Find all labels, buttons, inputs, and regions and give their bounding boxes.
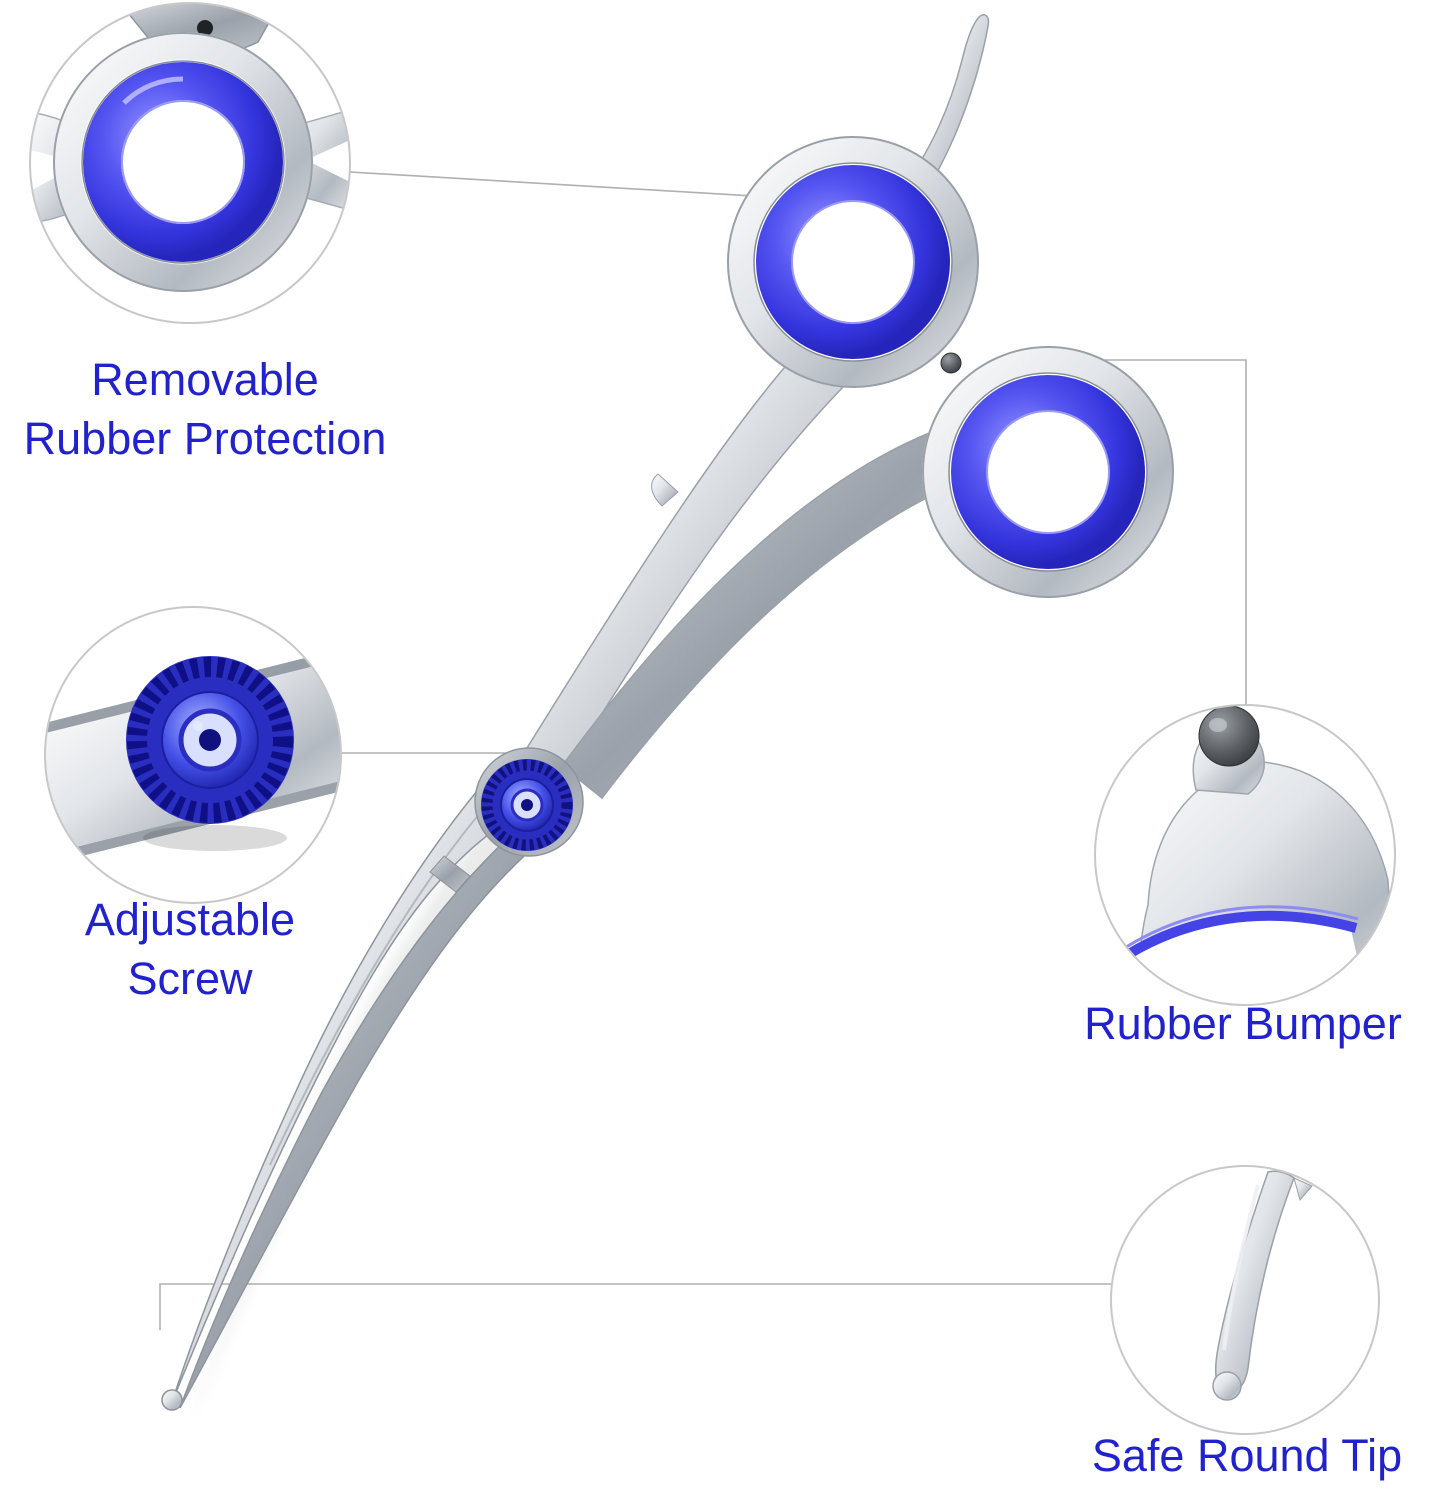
scissors xyxy=(161,14,1174,1424)
bumper-zoom-icon xyxy=(1109,705,1395,1005)
label-line: Rubber Protection xyxy=(23,413,387,465)
rubber-insert xyxy=(756,165,950,359)
callout-label-removable-rubber-protection: Removable Rubber Protection xyxy=(0,350,425,469)
lower-shank xyxy=(560,427,970,800)
pivot-screw-icon xyxy=(474,747,584,857)
bumper-ball xyxy=(1198,705,1260,767)
finger-rest xyxy=(907,14,990,209)
callout-adjustable-screw xyxy=(44,606,342,904)
round-tip-zoom-icon xyxy=(1212,1170,1313,1401)
label-line: Rubber Bumper xyxy=(1084,998,1402,1049)
callout-rubber-bumper xyxy=(1094,704,1396,1006)
finger-ring-zoom-icon xyxy=(30,3,350,292)
callout-label-safe-round-tip: Safe Round Tip xyxy=(1047,1426,1433,1485)
callout-label-rubber-bumper: Rubber Bumper xyxy=(1043,994,1433,1053)
leader-line-safe-round-tip xyxy=(159,1283,1111,1330)
blade-ridge xyxy=(269,791,499,1166)
round-tip-ball xyxy=(161,1389,183,1411)
rubber-bumper-ball xyxy=(940,352,962,374)
rubber-insert xyxy=(951,375,1145,569)
back-blade xyxy=(179,797,580,1409)
blade-heel-step xyxy=(429,855,471,893)
label-line: Screw xyxy=(127,953,253,1005)
leader-line-rubber-protection xyxy=(349,171,821,201)
callout-removable-rubber-protection xyxy=(29,2,351,324)
label-line: Adjustable xyxy=(84,894,296,945)
screw-zoom-icon xyxy=(45,648,341,866)
finger-ring xyxy=(922,346,1174,598)
callout-safe-round-tip xyxy=(1110,1165,1380,1435)
callout-label-adjustable-screw: Adjustable Screw xyxy=(10,890,370,1009)
label-line: Safe Round Tip xyxy=(1091,1430,1403,1481)
round-tip-ball xyxy=(1212,1371,1242,1401)
label-line: Removable xyxy=(91,354,319,405)
finger-brace xyxy=(651,473,679,507)
thumb-ring xyxy=(727,136,979,388)
